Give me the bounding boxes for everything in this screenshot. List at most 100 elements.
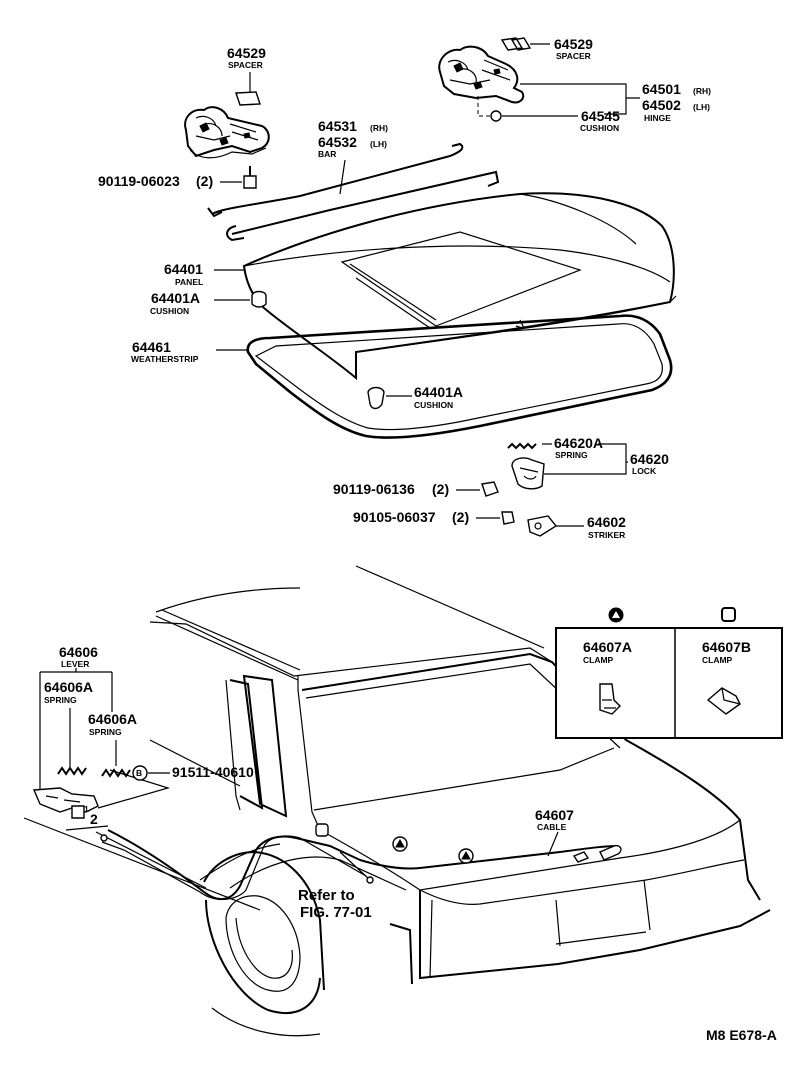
weatherstrip-name: WEATHERSTRIP	[131, 354, 199, 364]
bolt-lock-part	[481, 481, 499, 497]
clamp-box-frame	[555, 627, 783, 739]
clamp-b-symbol	[721, 607, 736, 622]
bolt-striker-qty: (2)	[452, 509, 469, 525]
cushion-a-number: 64401A	[151, 290, 200, 306]
bolt-lock-number: 90119-06136	[333, 481, 415, 497]
hinge-label-group: 64501 (RH) 64502 (LH) HINGE	[520, 81, 711, 123]
bar-group: 64531 (RH) 64532 (LH) BAR	[207, 118, 500, 242]
spring-a1-name: SPRING	[44, 695, 77, 705]
bolt-lock-group: 90119-06136 (2)	[333, 481, 499, 497]
bar-lh-side: (LH)	[370, 139, 387, 149]
spring-a2-name: SPRING	[89, 727, 122, 737]
weatherstrip-label-group: 64461 WEATHERSTRIP	[131, 339, 248, 364]
lever-bracket	[39, 668, 113, 790]
figure-code: M8 E678-A	[706, 1027, 777, 1043]
spring-lock-name: SPRING	[555, 450, 588, 460]
spring-a2-number: 64606A	[88, 711, 137, 727]
spacer-left-part	[235, 91, 261, 106]
lever-group: 64606 LEVER 64606A SPRING 64606A SPRING …	[32, 644, 171, 831]
hinge-left-part	[184, 106, 270, 159]
bolt-top-number: 90119-06023	[98, 173, 180, 189]
cable-name: CABLE	[537, 822, 567, 832]
hinge-name: HINGE	[644, 113, 671, 123]
reference-note: Refer to FIG. 77-01	[298, 887, 372, 921]
spacer-right-name: SPACER	[556, 51, 591, 61]
spacer-left-number: 64529	[227, 45, 266, 61]
spring-a1-number: 64606A	[44, 679, 93, 695]
cushion-a-group: 64401A CUSHION	[150, 290, 267, 316]
striker-number: 64602	[587, 514, 626, 530]
bolt-striker-part	[501, 511, 515, 525]
clamp-b-name: CLAMP	[702, 655, 733, 665]
cushion-b-name: CUSHION	[414, 400, 453, 410]
lever-name: LEVER	[61, 659, 89, 669]
screw-marker	[132, 765, 148, 781]
bolt-top-qty: (2)	[196, 173, 213, 189]
weatherstrip-number: 64461	[132, 339, 171, 355]
spring-lock-part	[507, 442, 537, 450]
bar-rh-number: 64531	[318, 118, 357, 134]
car-body-outline	[23, 565, 771, 1037]
clamp-a-number: 64607A	[583, 639, 632, 655]
cushion-hinge-number: 64545	[581, 108, 620, 124]
bar-rh-side: (RH)	[370, 123, 388, 133]
bolt-top-part	[243, 175, 257, 189]
clamp-b-part	[706, 687, 741, 715]
bar-leader	[339, 159, 346, 195]
cushion-b-group: 64401A CUSHION	[367, 384, 463, 410]
spacer-left-group: 64529 SPACER	[227, 45, 266, 106]
reference-line-2: FIG. 77-01	[300, 904, 372, 921]
hinge-rh-side: (RH)	[693, 86, 711, 96]
panel-number: 64401	[164, 261, 203, 277]
lever-mark-two: 2	[90, 811, 98, 827]
screw-marker-label: B	[136, 768, 142, 778]
cable-number: 64607	[535, 807, 574, 823]
hinge-right-part	[438, 45, 525, 104]
lock-group: 64620A SPRING 64620 LOCK	[507, 435, 669, 490]
spring-lock-number: 64620A	[554, 435, 603, 451]
lock-name: LOCK	[632, 466, 657, 476]
cushion-a-part	[251, 290, 267, 308]
bar-name: BAR	[318, 149, 336, 159]
striker-part	[527, 515, 558, 537]
cable-label-group: 64607 CABLE	[535, 807, 574, 857]
lever-mark-one: 1	[84, 804, 89, 814]
clamp-detail-box: 64607A CLAMP 64607B CLAMP	[555, 607, 783, 739]
striker-group: 90105-06037 (2) 64602 STRIKER	[353, 509, 626, 540]
bar-lh-part	[231, 170, 500, 235]
bar-lh-number: 64532	[318, 134, 357, 150]
bar-rh-part	[211, 142, 464, 215]
spacer-right-number: 64529	[554, 36, 593, 52]
spring-a1-part	[57, 766, 87, 776]
screw-group: B 91511-40610	[132, 739, 254, 787]
lock-part	[511, 457, 545, 490]
lever-number: 64606	[59, 644, 98, 660]
bolt-striker-number: 90105-06037	[353, 509, 436, 525]
clamp-b-marker	[315, 823, 329, 837]
panel-name: PANEL	[175, 277, 203, 287]
spacer-left-name: SPACER	[228, 60, 263, 70]
clamp-markers	[315, 823, 474, 864]
bolt-top-group: 90119-06023 (2)	[98, 166, 257, 189]
clamp-b-number: 64607B	[702, 639, 751, 655]
cable-leader	[547, 831, 559, 857]
hinge-lh-number: 64502	[642, 97, 681, 113]
clamp-a-part	[599, 683, 621, 715]
cushion-hinge-name: CUSHION	[580, 123, 619, 133]
bolt-lock-qty: (2)	[432, 481, 449, 497]
hinge-rh-number: 64501	[642, 81, 681, 97]
cushion-b-number: 64401A	[414, 384, 463, 400]
hinge-lh-side: (LH)	[693, 102, 710, 112]
panel-part	[242, 192, 677, 381]
lock-number: 64620	[630, 451, 669, 467]
hinge-bracket	[520, 83, 640, 115]
spacer-right-part	[500, 37, 532, 51]
reference-line-1: Refer to	[298, 887, 355, 904]
striker-name: STRIKER	[588, 530, 625, 540]
cushion-a-name: CUSHION	[150, 306, 189, 316]
weatherstrip-part	[246, 314, 673, 439]
cushion-b-part	[367, 386, 385, 410]
spacer-right-group: 64529 SPACER	[500, 36, 593, 61]
panel-label-group: 64401 PANEL	[164, 261, 244, 287]
